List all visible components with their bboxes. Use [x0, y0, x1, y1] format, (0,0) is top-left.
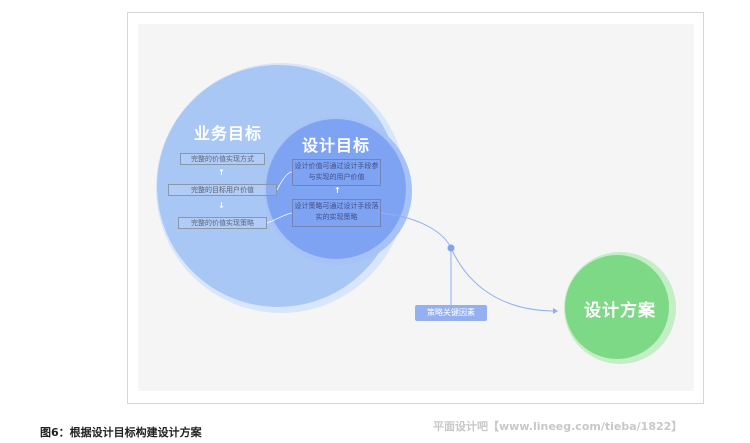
- strategy-factor-label: 策略关键因素: [415, 305, 487, 321]
- factor-node: [447, 244, 455, 252]
- design-item-design-value: 设计价值可通过设计手段参与实现的用户价值: [292, 159, 381, 186]
- business-item-value-strategy: 完整的价值实现策略: [178, 217, 267, 229]
- connector-b3-d2: [266, 212, 293, 224]
- business-item-value-method: 完整的价值实现方式: [180, 153, 265, 165]
- business-goal-title: 业务目标: [194, 124, 263, 143]
- up-arrow-icon: ↑: [218, 168, 225, 177]
- business-item-target-user-value: 完整的目标用户价值: [168, 184, 277, 196]
- strategy-connector: [380, 212, 554, 312]
- connector-b2-d1: [276, 171, 293, 191]
- design-goal-title: 设计目标: [302, 136, 371, 155]
- design-plan-title: 设计方案: [584, 301, 656, 321]
- watermark: 平面设计吧【www.lineeg.com/tieba/1822】: [433, 420, 683, 433]
- design-plan-circle: [565, 255, 669, 359]
- figure-caption: 图6：根据设计目标构建设计方案: [40, 426, 202, 439]
- design-item-design-strategy: 设计策略可通过设计手段落实的实现策略: [292, 199, 381, 227]
- down-arrow-icon: ↓: [218, 201, 225, 210]
- up-arrow-icon: ↑: [334, 186, 341, 195]
- strategy-arrowhead: [553, 308, 558, 314]
- design-goal-circle: [266, 119, 406, 259]
